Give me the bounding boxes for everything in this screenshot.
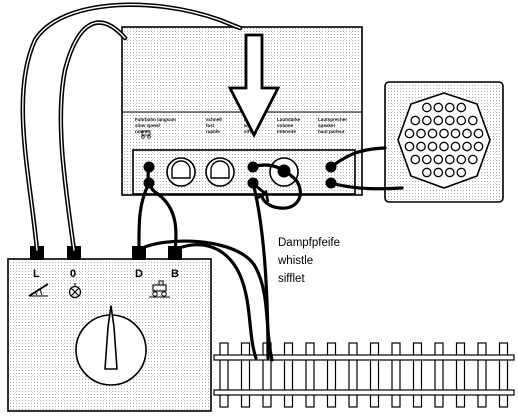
speaker-hole (416, 141, 426, 152)
speaker-hole (467, 115, 478, 126)
speed-control-knob[interactable] (75, 305, 147, 386)
speaker-hole (473, 128, 484, 139)
terminal-label-d: D (135, 268, 143, 280)
speaker-hole (456, 154, 467, 165)
wire-0 (58, 20, 128, 253)
speaker-hole (462, 128, 472, 139)
wire-speaker-2 (329, 181, 404, 191)
arrow-down-icon (227, 33, 281, 139)
ramp-icon (28, 283, 49, 297)
potentiometer-slow[interactable] (166, 157, 196, 187)
wire-whistle-track (251, 181, 270, 360)
speaker-hole (421, 154, 432, 165)
speaker-hole (439, 128, 449, 139)
track-sleeper (369, 342, 380, 408)
terminal-label-0: 0 (70, 268, 76, 280)
module-label-volume-2: intensité (277, 129, 296, 134)
sound-module (121, 26, 363, 196)
module-label-speaker-2: haut parleur (318, 129, 345, 134)
locomotive-icon (149, 280, 170, 298)
whistle-label-de: Dampfpfeife (278, 237, 340, 249)
speaker-hole (416, 128, 426, 139)
light-icon (68, 283, 82, 299)
track-sleeper (434, 342, 444, 408)
speaker-hole (410, 154, 421, 165)
wire-d (137, 181, 151, 252)
speaker-hole (444, 154, 455, 165)
speaker-hole (456, 102, 467, 113)
module-label-fast-2: rapide (206, 129, 220, 134)
speaker-hole (450, 141, 461, 152)
speaker-hole (444, 102, 455, 113)
track-sleeper (240, 342, 251, 408)
wire-b (146, 165, 178, 252)
track-sleeper (455, 342, 466, 408)
speaker-icon (384, 81, 504, 203)
speaker-hole (427, 141, 438, 152)
wires (20, 2, 404, 362)
speaker-hole (456, 115, 467, 126)
whistle-label-en: whistle (277, 255, 313, 267)
speaker-hole (433, 154, 444, 165)
speaker-hole (439, 141, 449, 152)
module-label-slow-1: slow speed (135, 123, 160, 128)
speaker-hole (404, 141, 415, 152)
module-label-fast-1: fast (206, 123, 215, 128)
speaker-hole (433, 167, 444, 178)
track-sleeper (283, 342, 294, 408)
track-sleeper (477, 342, 487, 408)
speaker-hole (404, 128, 415, 139)
speaker-hole (410, 115, 421, 126)
wire-b-track (173, 243, 258, 360)
transformer-terminal-l[interactable] (30, 246, 44, 260)
track-sleeper (348, 342, 358, 408)
speaker-hole (421, 167, 432, 178)
track (213, 342, 515, 408)
module-label-volume-1: volume (277, 123, 294, 128)
speaker-hole (462, 141, 472, 152)
module-label-volume-0: Lautstärke (277, 117, 301, 122)
module-label-fast-0: schnell (206, 117, 222, 122)
speaker-hole (456, 167, 467, 178)
potentiometer-fast[interactable] (205, 157, 235, 187)
speaker-hole (427, 128, 438, 139)
terminal-label-b: B (171, 268, 179, 280)
speaker-hole (473, 141, 484, 152)
speaker-hole (467, 154, 478, 165)
track-sleeper (219, 342, 229, 408)
module-label-whistle-2: sifflet (244, 129, 257, 134)
speaker-hole (444, 115, 455, 126)
track-sleeper (412, 342, 423, 408)
track-sleeper (498, 342, 509, 408)
terminal-label-l: L (33, 268, 40, 280)
whistle-label-fr: sifflet (278, 273, 305, 285)
speaker-hole (433, 102, 444, 113)
track-sleeper (391, 342, 401, 408)
module-label-speaker-0: Lautsprecher (318, 117, 347, 122)
track-sleeper (326, 342, 337, 408)
module-label-speaker-1: speaker (318, 123, 336, 128)
speaker-hole (421, 102, 432, 113)
transformer: L 0 D B (7, 246, 212, 412)
wire-speaker-1 (329, 146, 387, 169)
transformer-terminal-0[interactable] (67, 246, 81, 260)
track-sleeper (305, 342, 315, 408)
whistle-label: Dampfpfeife whistle sifflet (277, 237, 340, 285)
speaker-hole (444, 167, 455, 178)
module-label-slow-0: Fahrbahn langsam (135, 117, 176, 122)
speaker-hole (450, 128, 461, 139)
slow-locomotive-icon (141, 130, 151, 139)
speaker-hole (421, 115, 432, 126)
speaker-hole (433, 115, 444, 126)
